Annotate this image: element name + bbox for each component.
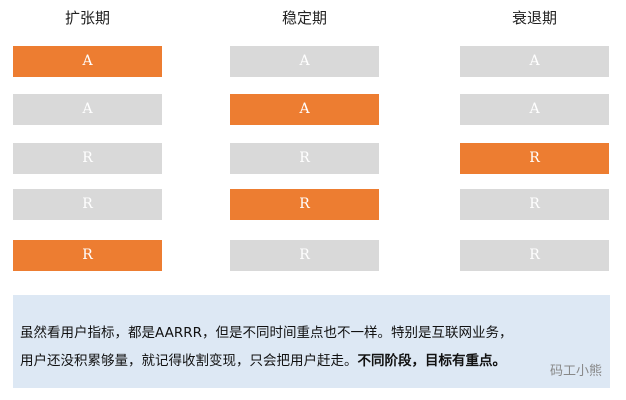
stage-cell: R [230,143,379,174]
stage-cell: A [230,46,379,77]
note-line-2: 用户还没积累够量，就记得收割变现，只会把用户赶走。不同阶段，目标有重点。 [20,349,506,369]
stage-cell-active: R [230,189,379,220]
note-box: 虽然看用户指标，都是AARRR，但是不同时间重点也不一样。特别是互联网业务， 用… [13,295,610,388]
watermark: 码工小熊 [549,364,602,379]
stage-cell: A [13,94,162,125]
stage-cell: R [460,189,609,220]
note-line-1: 虽然看用户指标，都是AARRR，但是不同时间重点也不一样。特别是互联网业务， [20,325,513,341]
column-title: 稳定期 [281,9,327,27]
stage-cell-active: A [13,46,162,77]
stage-cell-active: R [13,240,162,271]
stage-cell: R [460,240,609,271]
stage-cell: A [460,94,609,125]
note-line-2-text: 用户还没积累够量，就记得收割变现，只会把用户赶走。 [20,353,358,369]
stage-cell: R [13,189,162,220]
stage-cell-active: A [230,94,379,125]
stage-cell: A [460,46,609,77]
stage-cell-active: R [460,143,609,174]
stage-cell: R [13,143,162,174]
column-title: 衰退期 [511,9,557,27]
column-title: 扩张期 [64,9,110,27]
stage-cell: R [230,240,379,271]
note-line-2-bold: 不同阶段，目标有重点。 [357,353,507,369]
